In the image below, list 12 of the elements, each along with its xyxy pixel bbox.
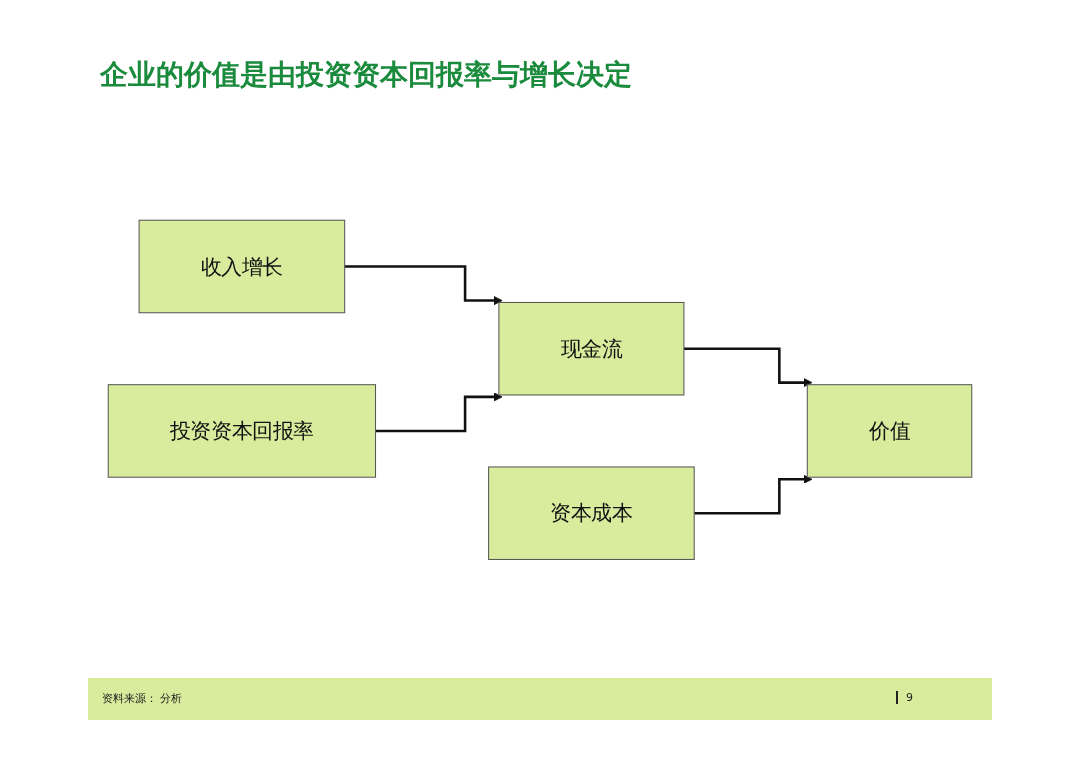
- page-number: 9: [896, 691, 913, 704]
- node-box: 资本成本: [488, 466, 695, 561]
- source-note: 资料来源： 分析: [102, 691, 183, 706]
- arrow: [683, 347, 813, 388]
- title: 企业的价值是由投资资本回报率与增长决定: [100, 57, 632, 93]
- arrow: [375, 392, 503, 433]
- node-box: 投资资本回报率: [107, 384, 377, 478]
- node-box: 收入增长: [138, 219, 346, 314]
- node-box: 现金流: [498, 302, 685, 396]
- node-box: 价值: [806, 384, 973, 478]
- arrow: [344, 265, 503, 306]
- arrow: [694, 474, 813, 515]
